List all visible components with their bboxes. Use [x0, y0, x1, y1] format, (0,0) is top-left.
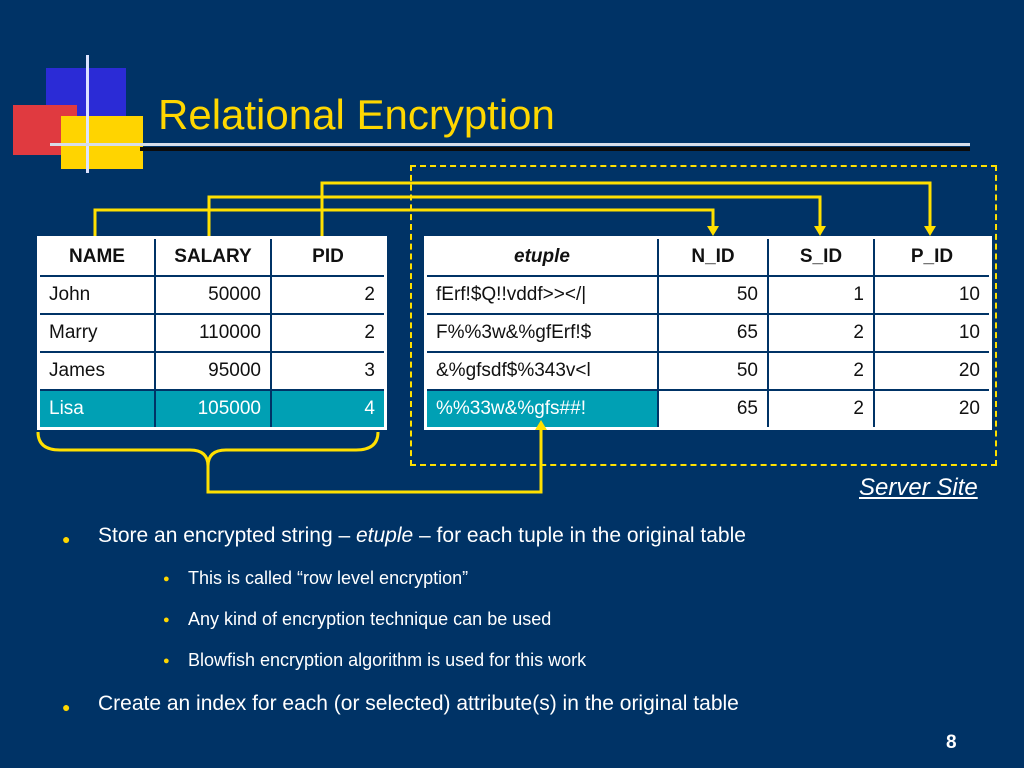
server-cell-p-id: 20 — [873, 351, 992, 391]
server-cell-s-id: 2 — [767, 351, 875, 391]
client-row: John 50000 2 — [37, 275, 387, 315]
server-row: %%33w&%gfs##! 65 2 20 — [424, 389, 992, 430]
client-table: NAME SALARY PID John 50000 2 Marry 11000… — [37, 236, 387, 430]
tuple-brace-right — [206, 431, 380, 467]
server-cell-etuple-highlighted: %%33w&%gfs##! — [424, 389, 659, 430]
bullet-etuple-after: – for each tuple in the original table — [413, 524, 746, 547]
bullet-etuple-italic: etuple — [355, 524, 414, 547]
server-header-p-id: P_ID — [873, 236, 992, 277]
server-header-row: etuple N_ID S_ID P_ID — [424, 236, 992, 277]
client-cell-pid: 4 — [270, 389, 387, 430]
server-row: F%%3w&%gfErf!$ 65 2 10 — [424, 313, 992, 353]
sub-bullet-blowfish: Blowfish encryption algorithm is used fo… — [188, 650, 587, 670]
sub-bullet-dot: ● — [163, 614, 170, 626]
bullet-dot: ● — [62, 699, 71, 715]
client-header-row: NAME SALARY PID — [37, 236, 387, 277]
server-cell-n-id: 50 — [657, 275, 769, 315]
server-cell-p-id: 10 — [873, 313, 992, 353]
server-cell-s-id: 2 — [767, 389, 875, 430]
client-cell-name: Marry — [37, 313, 156, 353]
client-row: James 95000 3 — [37, 351, 387, 391]
client-header-name: NAME — [37, 236, 156, 277]
client-cell-pid: 3 — [270, 351, 387, 391]
client-cell-name: John — [37, 275, 156, 315]
client-cell-pid: 2 — [270, 313, 387, 353]
slide-title: Relational Encryption — [158, 91, 555, 138]
sub-bullet-any-technique: Any kind of encryption technique can be … — [188, 609, 552, 629]
server-cell-etuple: F%%3w&%gfErf!$ — [424, 313, 659, 353]
server-cell-p-id: 20 — [873, 389, 992, 430]
client-header-salary: SALARY — [154, 236, 272, 277]
logo-yellow-square — [61, 116, 143, 169]
sub-bullet-row-level: This is called “row level encryption” — [188, 568, 469, 588]
server-row: fErf!$Q!!vddf>></| 50 1 10 — [424, 275, 992, 315]
page-number: 8 — [946, 732, 957, 753]
title-underline-shadow — [140, 147, 970, 151]
server-cell-s-id: 2 — [767, 313, 875, 353]
server-row: &%gfsdf$%343v<l 50 2 20 — [424, 351, 992, 391]
logo-vertical-line — [86, 55, 89, 173]
client-cell-salary: 110000 — [154, 313, 272, 353]
client-cell-salary: 50000 — [154, 275, 272, 315]
client-cell-name: Lisa — [37, 389, 156, 430]
sub-bullet-dot: ● — [163, 655, 170, 667]
client-header-pid: PID — [270, 236, 387, 277]
title-underline — [50, 143, 970, 146]
bullet-etuple-before: Store an encrypted string – — [98, 524, 356, 547]
server-header-n-id: N_ID — [657, 236, 769, 277]
bullet-index: Create an index for each (or selected) a… — [98, 692, 739, 715]
server-cell-n-id: 65 — [657, 313, 769, 353]
sub-bullet-dot: ● — [163, 573, 170, 585]
server-cell-etuple: &%gfsdf$%343v<l — [424, 351, 659, 391]
server-header-etuple: etuple — [424, 236, 659, 277]
client-row-highlighted: Lisa 105000 4 — [37, 389, 387, 430]
client-row: Marry 110000 2 — [37, 313, 387, 353]
server-site-label: Server Site — [859, 474, 978, 501]
server-cell-n-id: 65 — [657, 389, 769, 430]
server-cell-n-id: 50 — [657, 351, 769, 391]
bullet-etuple: Store an encrypted string – etuple – for… — [98, 524, 746, 548]
client-cell-salary: 95000 — [154, 351, 272, 391]
bullet-dot: ● — [62, 531, 71, 547]
server-cell-p-id: 10 — [873, 275, 992, 315]
server-header-s-id: S_ID — [767, 236, 875, 277]
server-cell-s-id: 1 — [767, 275, 875, 315]
client-cell-name: James — [37, 351, 156, 391]
client-cell-salary: 105000 — [154, 389, 272, 430]
server-site-box — [410, 165, 997, 466]
client-cell-pid: 2 — [270, 275, 387, 315]
server-cell-etuple: fErf!$Q!!vddf>></| — [424, 275, 659, 315]
server-table: etuple N_ID S_ID P_ID fErf!$Q!!vddf>></|… — [424, 236, 992, 430]
